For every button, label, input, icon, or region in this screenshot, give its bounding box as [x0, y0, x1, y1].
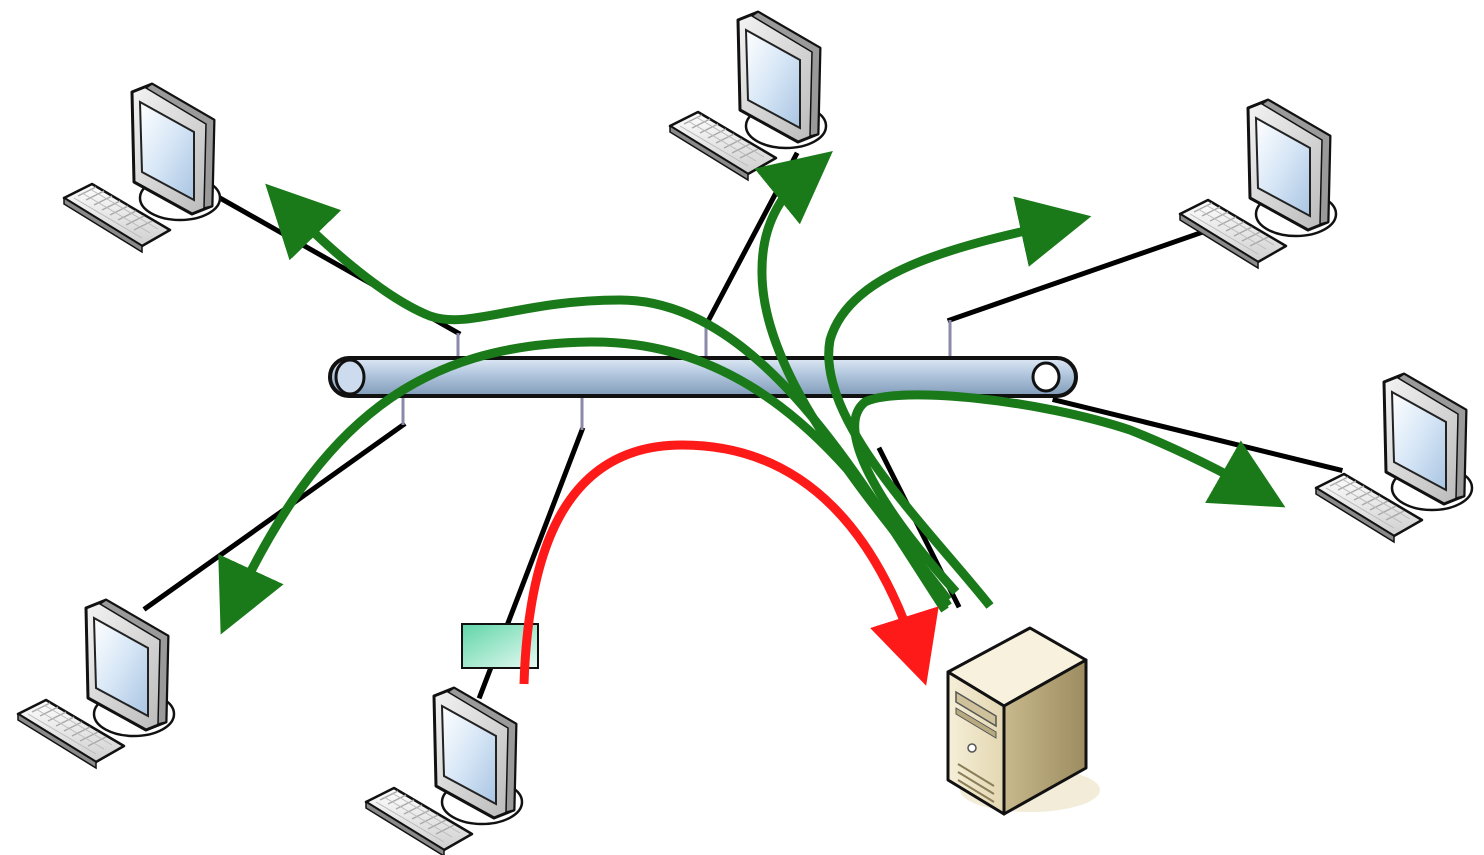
cable-bottom-left — [142, 421, 407, 612]
computer-icon — [668, 10, 828, 182]
cable-group — [142, 151, 1344, 700]
cable-right — [1051, 396, 1344, 474]
flow-to-top-center — [754, 150, 952, 603]
computer-icon — [16, 598, 176, 770]
computer-icon — [364, 686, 524, 855]
cable-top-center — [702, 151, 800, 329]
request-flow — [519, 440, 939, 686]
network-bus — [328, 356, 1078, 398]
flow-to-right — [850, 390, 1286, 596]
cable-top-right — [946, 229, 1204, 324]
flow-to-top-right — [824, 196, 1092, 609]
broadcast-flows — [218, 150, 1286, 635]
bus-taps — [401, 320, 952, 430]
computer-icon — [1178, 98, 1338, 270]
computer-icon — [62, 82, 222, 254]
computer-icon — [1314, 372, 1474, 544]
bus-terminator — [1031, 361, 1061, 393]
server-icon — [946, 626, 1100, 816]
